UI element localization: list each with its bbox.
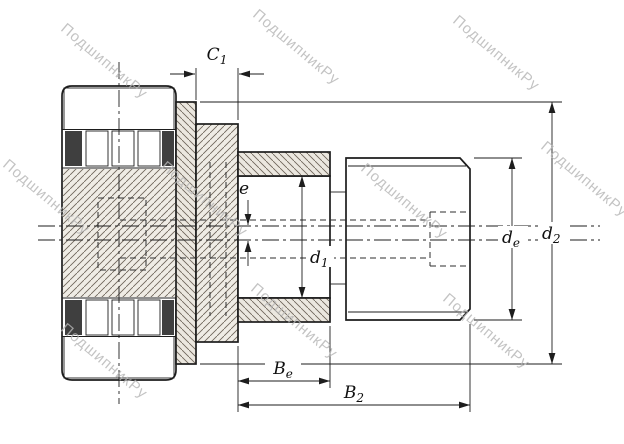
dim-e-label: e bbox=[239, 179, 249, 199]
thread-outline bbox=[345, 157, 471, 321]
watermark-text: ПодшипникРу bbox=[449, 12, 543, 94]
stud-core-hatch bbox=[63, 169, 176, 297]
needle-roller bbox=[85, 130, 109, 167]
watermark-text: ПодшипникРу bbox=[249, 6, 343, 88]
dim-b2-label: B2 bbox=[343, 383, 364, 405]
c1-sub: 1 bbox=[220, 53, 228, 67]
collar bbox=[195, 123, 239, 343]
c1-main: C bbox=[207, 45, 220, 65]
centerlines bbox=[38, 62, 600, 404]
flange-section bbox=[175, 101, 239, 365]
dimension-d1: d1 bbox=[298, 176, 334, 298]
end-washer bbox=[175, 101, 197, 365]
dim-be-label: Be bbox=[272, 359, 293, 381]
d1-sub: 1 bbox=[321, 256, 329, 270]
needle-roller bbox=[111, 130, 135, 167]
be-sub: e bbox=[286, 367, 293, 381]
de-sub: e bbox=[513, 236, 520, 250]
dimension-c1: C1 bbox=[170, 45, 264, 120]
be-label-bg bbox=[265, 358, 301, 377]
d2-main: d bbox=[542, 224, 553, 244]
de-label-bg bbox=[498, 226, 528, 248]
seal-block bbox=[65, 131, 82, 166]
be-main: B bbox=[272, 359, 286, 379]
seal-block bbox=[65, 300, 82, 335]
needle-roller bbox=[137, 299, 161, 336]
dim-de-label: de bbox=[502, 228, 520, 250]
eccentric-collar-section bbox=[237, 151, 346, 323]
dimension-b2: B2 bbox=[238, 324, 471, 412]
needle-roller bbox=[137, 130, 161, 167]
dim-c1-label: C1 bbox=[207, 45, 228, 67]
d2-label-bg bbox=[538, 222, 570, 244]
dim-d2-label: d2 bbox=[542, 224, 561, 246]
needle-roller bbox=[111, 299, 135, 336]
hidden-lines bbox=[120, 162, 470, 316]
eccentric-collar-top bbox=[237, 151, 331, 177]
dim-d1-label: d1 bbox=[310, 248, 329, 270]
dimension-d2: d2 bbox=[200, 101, 570, 365]
b2-main: B bbox=[343, 383, 357, 403]
d1-main: d bbox=[310, 248, 321, 268]
needle-roller bbox=[85, 299, 109, 336]
dimension-e: e bbox=[239, 179, 252, 266]
seal-block bbox=[162, 131, 174, 166]
de-main: d bbox=[502, 228, 513, 248]
seal-block bbox=[162, 300, 174, 335]
grease-hole-window bbox=[97, 197, 147, 271]
dimension-be: Be bbox=[237, 326, 331, 412]
watermark-text: ПодшипникРу bbox=[537, 138, 624, 220]
b2-sub: 2 bbox=[355, 391, 364, 405]
stud-cylinder-d1 bbox=[237, 175, 331, 299]
dimension-de: de bbox=[474, 157, 528, 321]
d2-sub: 2 bbox=[552, 232, 561, 246]
thread-section bbox=[345, 157, 471, 321]
d1-label-bg bbox=[306, 246, 334, 267]
watermark-text: ПодшипникРу bbox=[439, 290, 533, 372]
e-main: e bbox=[239, 179, 249, 199]
